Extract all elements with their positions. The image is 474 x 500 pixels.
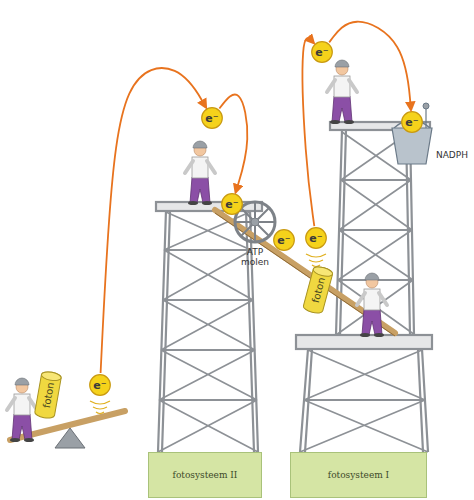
electron-ball-outline	[402, 112, 423, 133]
motion-lines	[90, 401, 110, 414]
electron-path-arrow	[219, 94, 247, 192]
electron-path-arrow	[101, 68, 206, 373]
motion-lines	[90, 254, 326, 414]
tower-ps1	[304, 399, 425, 401]
tower-ps1	[296, 122, 432, 452]
node-text: fotosysteem II	[173, 470, 238, 480]
electron-path-arrow	[329, 22, 411, 110]
node-text: e⁻	[315, 46, 328, 59]
photosystem-base: fotosysteem II	[148, 452, 262, 498]
ramp	[215, 210, 395, 336]
electron-ball-outline	[274, 230, 295, 251]
electron-ball: e⁻	[201, 107, 223, 129]
motion-lines	[306, 254, 326, 267]
part-label: NADPH	[430, 150, 474, 160]
worker-figure	[357, 273, 387, 337]
tower-ps1	[338, 180, 413, 280]
node-text: fotosysteem I	[328, 470, 389, 480]
worker-figure	[7, 378, 37, 442]
electron-ball: e⁻	[89, 374, 111, 396]
electron-ball-outline	[312, 42, 333, 63]
electron-ball-outline	[306, 228, 327, 249]
electron-ball: e⁻	[311, 41, 333, 63]
photon-cylinder: foton	[301, 265, 334, 315]
electron-path-arrow	[303, 38, 315, 226]
nadph-bucket	[423, 103, 429, 109]
photon-cylinder-outline	[34, 371, 62, 420]
photon-cylinder-cap	[41, 371, 62, 382]
electron-ball-outline	[202, 108, 223, 129]
photon-cylinder: foton	[33, 370, 63, 419]
electron-ball: e⁻	[273, 229, 295, 251]
seesaw	[55, 428, 85, 448]
worker-figure	[327, 60, 357, 124]
node-text: e⁻	[93, 379, 106, 392]
electron-ball-outline	[90, 375, 111, 396]
photon-cylinder-outline	[302, 265, 333, 315]
tower-ps2	[158, 212, 258, 452]
nadph-bucket	[392, 128, 432, 164]
photosystem-base: fotosysteem I	[290, 452, 427, 498]
node-text: e⁻	[309, 232, 322, 245]
nadph-bucket	[392, 103, 432, 164]
ramp	[215, 213, 395, 336]
node-text: e⁻	[405, 116, 418, 129]
tower-ps1	[296, 335, 432, 349]
part-label: ATP molen	[233, 247, 277, 267]
electron-ball: e⁻	[305, 227, 327, 249]
tower-ps2	[158, 210, 258, 452]
atp-wheel	[251, 218, 259, 226]
node-text: e⁻	[225, 198, 238, 211]
node-text: e⁻	[205, 112, 218, 125]
node-text: e⁻	[277, 234, 290, 247]
tower-ps1	[300, 350, 428, 452]
tower-ps1	[300, 349, 428, 452]
electron-ball: e⁻	[221, 193, 243, 215]
electron-ball: e⁻	[401, 111, 423, 133]
electron-ball-outline	[222, 194, 243, 215]
worker-figure	[185, 141, 215, 205]
